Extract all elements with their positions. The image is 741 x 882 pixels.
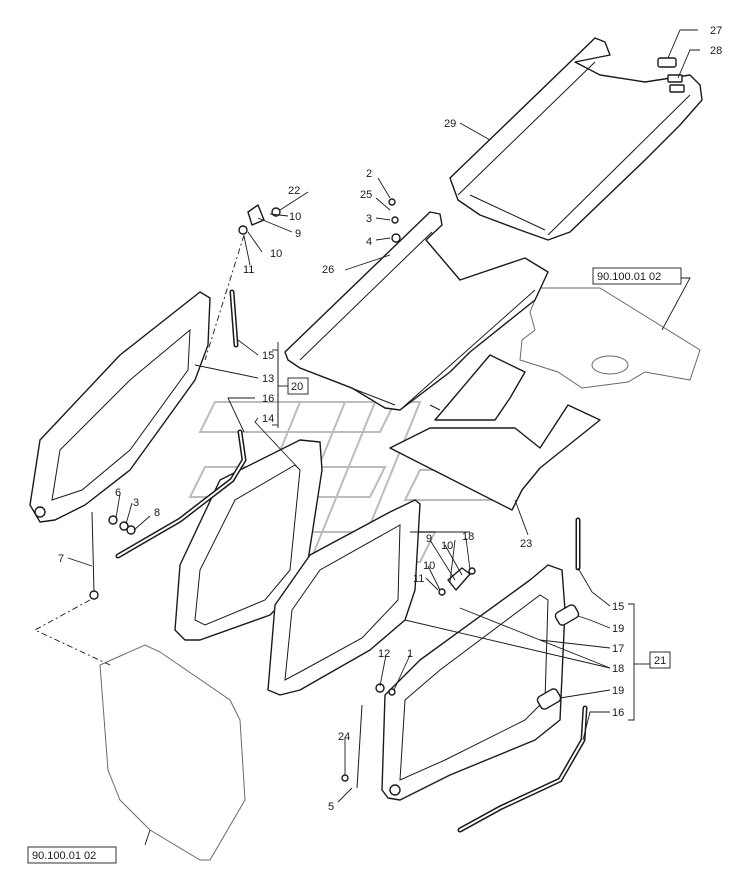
callout-13: 13 xyxy=(262,373,274,385)
callout-28: 28 xyxy=(710,45,722,57)
callout-labels: 2 25 3 4 22 10 9 10 11 26 29 27 28 90.10… xyxy=(32,25,722,862)
callout-15: 15 xyxy=(612,601,624,613)
callout-3: 3 xyxy=(133,497,139,509)
reference-rear-panel-bottom xyxy=(99,644,246,861)
callout-19: 19 xyxy=(612,685,624,697)
callout-10: 10 xyxy=(270,248,282,260)
cab-roof-frame xyxy=(284,211,549,411)
callout-5: 5 xyxy=(328,801,334,813)
assembly-dash-lines xyxy=(34,234,245,666)
callout-24: 24 xyxy=(338,731,350,743)
callout-4: 4 xyxy=(366,236,372,248)
hardware-parts xyxy=(89,198,476,789)
callout-9: 9 xyxy=(426,533,432,545)
ref-bottom: 90.100.01 02 xyxy=(32,850,96,862)
callout-10: 10 xyxy=(423,560,435,572)
callout-8: 8 xyxy=(154,507,160,519)
callout-11: 11 xyxy=(243,264,254,276)
door-handles xyxy=(536,604,580,710)
callout-16: 16 xyxy=(262,393,274,405)
reference-floor-panel-top xyxy=(519,287,701,389)
reference-boxes xyxy=(27,267,682,864)
callout-1: 1 xyxy=(407,648,413,660)
headliner-panel xyxy=(389,354,601,511)
callout-16: 16 xyxy=(612,707,624,719)
callout-10: 10 xyxy=(289,211,301,223)
door-seals xyxy=(115,289,588,833)
callout-27: 27 xyxy=(710,25,722,37)
callout-7: 7 xyxy=(58,553,64,565)
callout-18: 18 xyxy=(462,531,474,543)
leader-lines xyxy=(67,29,700,846)
right-door-frame xyxy=(381,564,566,801)
callout-11: 11 xyxy=(413,573,424,585)
callout-25: 25 xyxy=(360,189,372,201)
roof-cover xyxy=(449,37,703,241)
callout-14: 14 xyxy=(262,413,274,425)
callout-2: 2 xyxy=(366,168,372,180)
callout-12: 12 xyxy=(378,648,390,660)
group-20: 20 xyxy=(291,381,303,393)
callout-10: 10 xyxy=(441,540,453,552)
callout-9: 9 xyxy=(295,228,301,240)
callout-17: 17 xyxy=(612,643,624,655)
callout-26: 26 xyxy=(322,264,334,276)
callout-15: 15 xyxy=(262,350,274,362)
callout-19: 19 xyxy=(612,623,624,635)
ref-top: 90.100.01 02 xyxy=(597,271,661,283)
callout-6: 6 xyxy=(115,487,121,499)
callout-29: 29 xyxy=(444,118,456,130)
left-door-frame xyxy=(29,291,211,523)
middle-door-glass xyxy=(267,499,421,696)
group-21: 21 xyxy=(654,655,666,667)
callout-23: 23 xyxy=(520,538,532,550)
callout-3: 3 xyxy=(366,213,372,225)
callout-22: 22 xyxy=(288,185,300,197)
callout-18: 18 xyxy=(612,663,624,675)
